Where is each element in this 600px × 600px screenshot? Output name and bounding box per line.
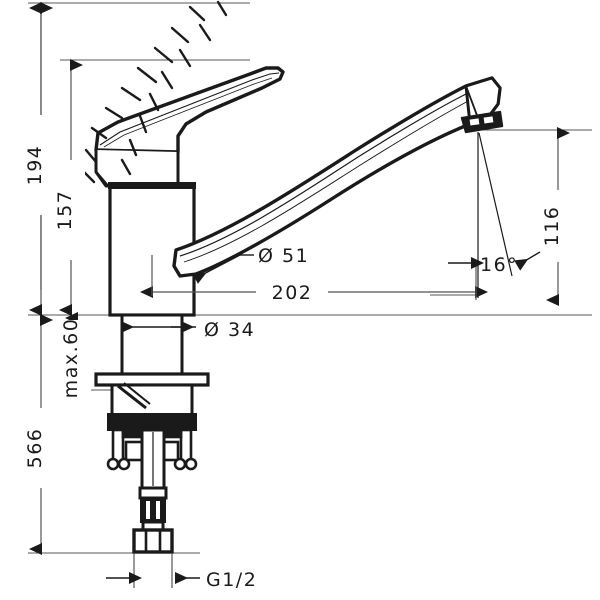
dimension-label-566: 566 (24, 428, 46, 469)
dimension-202: 202 (140, 255, 488, 304)
dimension-566: 566 (24, 314, 55, 555)
flexible-hose (132, 428, 174, 554)
dimension-label-16deg: 16° (480, 254, 518, 276)
aerator (460, 110, 504, 134)
dimension-116: 116 (541, 127, 572, 306)
dimension-label-d51: Ø 51 (258, 245, 309, 267)
motion-arc-dashes (82, 0, 228, 184)
dimension-label-g12: G1/2 (206, 569, 257, 591)
dimension-label-157: 157 (54, 190, 76, 231)
dimension-16deg: 16° (448, 132, 541, 298)
dimension-d34: Ø 34 (121, 316, 280, 341)
dimension-label-d34: Ø 34 (204, 319, 255, 341)
dimension-label-194: 194 (24, 145, 46, 186)
dimension-max60: max.60 (60, 312, 91, 399)
dimension-g12: G1/2 (106, 553, 257, 591)
dimension-label-116: 116 (541, 206, 563, 247)
dimension-194: 194 (24, 2, 55, 316)
dimension-d51: Ø 51 (192, 245, 309, 284)
lever-handle (94, 66, 285, 188)
dimension-label-max60: max.60 (60, 318, 82, 399)
mounting-assembly (94, 313, 210, 431)
dimension-157: 157 (54, 59, 85, 316)
dimension-label-202: 202 (272, 282, 313, 304)
